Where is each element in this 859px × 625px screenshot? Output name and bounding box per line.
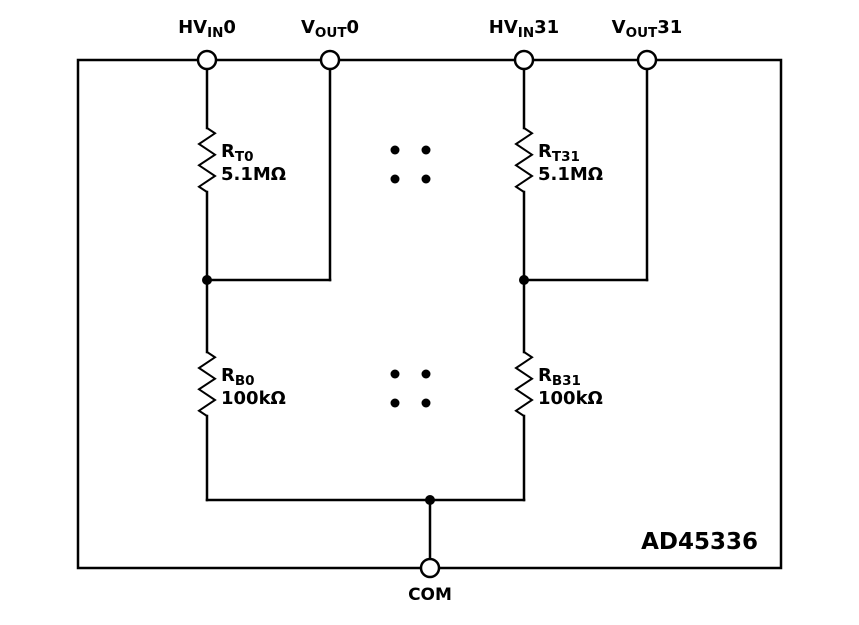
continuation-dots-bottom xyxy=(390,369,431,408)
channel-31: RT31 5.1MΩ RB31 100kΩ xyxy=(514,67,649,502)
dot xyxy=(390,174,400,184)
rb31-value: 100kΩ xyxy=(538,388,603,409)
dot xyxy=(390,145,400,155)
dot xyxy=(421,398,431,408)
vout31-label: VOUT31 xyxy=(612,17,683,41)
rb31-label: RB31 xyxy=(538,365,581,389)
vout0-terminal xyxy=(319,49,341,71)
continuation-dots-top xyxy=(390,145,431,184)
rb0-value: 100kΩ xyxy=(221,388,286,409)
dot xyxy=(421,369,431,379)
rb0-resistor-symbol xyxy=(197,351,217,417)
hvin0-terminal xyxy=(196,49,218,71)
hvin31-terminal xyxy=(513,49,535,71)
hvin0-label: HVIN0 xyxy=(178,17,236,41)
channel-0: RT0 5.1MΩ RB0 100kΩ xyxy=(197,67,332,502)
rt0-value: 5.1MΩ xyxy=(221,164,286,185)
rb31-resistor-symbol xyxy=(514,351,534,417)
chip-outline xyxy=(76,58,783,570)
rt31-resistor-symbol xyxy=(514,127,534,193)
rt31-value: 5.1MΩ xyxy=(538,164,603,185)
com-label: COM xyxy=(408,585,452,605)
rb0-label: RB0 xyxy=(221,365,255,389)
dot xyxy=(421,174,431,184)
hvin31-label: HVIN31 xyxy=(489,17,559,41)
vout31-terminal xyxy=(636,49,658,71)
dot xyxy=(390,369,400,379)
vout0-label: VOUT0 xyxy=(301,17,359,41)
rt0-resistor-symbol xyxy=(197,127,217,193)
dot xyxy=(421,145,431,155)
com-terminal xyxy=(419,557,441,579)
rt31-label: RT31 xyxy=(538,141,580,165)
chip-label: AD45336 xyxy=(641,529,758,555)
common-rail xyxy=(205,495,526,561)
rt0-label: RT0 xyxy=(221,141,253,165)
dot xyxy=(390,398,400,408)
